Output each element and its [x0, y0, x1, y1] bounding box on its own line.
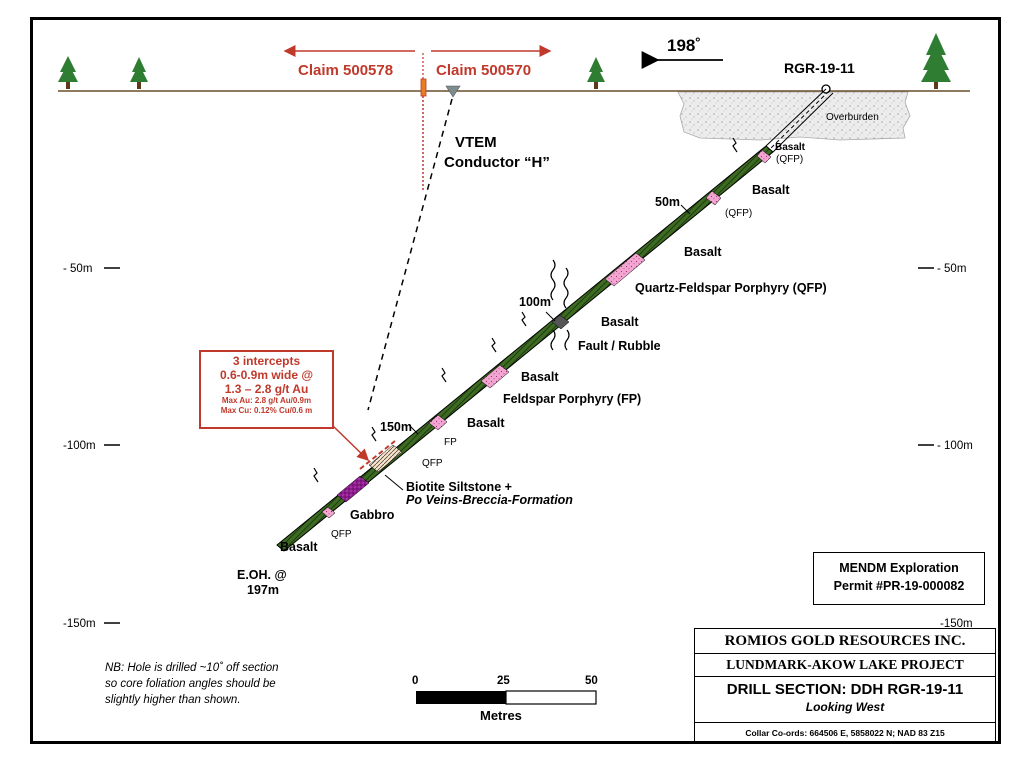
depth-tick-100m: [545, 311, 556, 322]
note-line1: NB: Hole is drilled ~10˚ off section: [105, 662, 279, 674]
litho-qfp-top: (QFP): [776, 154, 803, 165]
interval-qfp-top: [756, 149, 772, 164]
depth-right-50m: - 50m: [937, 263, 966, 275]
intercept-line4: Max Au: 2.8 g/t Au/0.9m: [221, 396, 312, 405]
litho-basalt-5: Basalt: [521, 370, 559, 384]
section-view: Looking West: [805, 700, 885, 714]
scale-unit-label: Metres: [480, 708, 522, 723]
interval-qfp-2: [705, 190, 722, 206]
title-block: ROMIOS GOLD RESOURCES INC. LUNDMARK-AKOW…: [694, 628, 996, 742]
interval-qfp-main: [604, 252, 646, 287]
interval-qfp-4: [321, 506, 336, 519]
intercept-leader-line: [331, 424, 370, 462]
interval-fp: [480, 364, 510, 389]
biotite-pointer: [384, 474, 404, 491]
litho-fault: Fault / Rubble: [578, 339, 661, 353]
vtem-label-line2: Conductor “H”: [444, 154, 550, 171]
drilling-note: NB: Hole is drilled ~10˚ off section so …: [105, 660, 335, 708]
scale-label-50: 50: [585, 675, 598, 687]
intercept-callout: 3 intercepts 0.6-0.9m wide @ 1.3 – 2.8 g…: [199, 350, 334, 429]
fault-symbol: [550, 259, 570, 351]
bearing-label: 198˚: [667, 36, 701, 55]
permit-line1: MENDM Exploration: [839, 561, 959, 575]
vtem-label-line1: VTEM: [455, 134, 497, 151]
section-title-main: DRILL SECTION: DDH RGR-19-11: [726, 681, 964, 698]
interval-qfp-3: [428, 414, 448, 431]
section-title: DRILL SECTION: DDH RGR-19-11 Looking Wes…: [695, 677, 995, 723]
tree-icon: [58, 56, 78, 89]
litho-qfp-3: QFP: [422, 458, 443, 469]
claim-boundary-marker: [420, 78, 427, 97]
intercept-line3: 1.3 – 2.8 g/t Au: [224, 382, 309, 396]
project-name: LUNDMARK-AKOW LAKE PROJECT: [695, 654, 995, 677]
scale-label-25: 25: [497, 675, 510, 687]
vtem-conductor-trace: [367, 98, 453, 411]
depth-right-100m: - 100m: [937, 440, 973, 452]
scale-bar-black: [416, 691, 506, 704]
permit-line2: Permit #PR-19-000082: [833, 579, 965, 593]
section-frame: [30, 17, 1001, 744]
casing-through-overburden: [765, 88, 834, 153]
intercept-line2: 0.6-0.9m wide @: [219, 368, 314, 382]
litho-150m: 150m: [380, 420, 412, 434]
eoh-label-line1: E.OH. @: [237, 568, 287, 582]
litho-basalt-6: Basalt: [467, 416, 505, 430]
litho-gabbro: Gabbro: [350, 508, 395, 522]
collar-coords: Collar Co-ords: 664506 E, 5858022 N; NAD…: [745, 728, 945, 738]
intercept-line1: 3 intercepts: [232, 354, 301, 368]
depth-left-100m: -100m: [63, 440, 96, 452]
litho-qfp-main: Quartz-Feldspar Porphyry (QFP): [635, 281, 827, 295]
litho-fp-short: FP: [444, 437, 457, 448]
litho-basalt-3: Basalt: [684, 245, 722, 259]
company-name: ROMIOS GOLD RESOURCES INC.: [695, 629, 995, 654]
depth-tick-50m: [680, 204, 691, 215]
interval-fault: [551, 314, 570, 330]
note-line2: so core foliation angles should be: [105, 678, 276, 690]
tree-icon: [130, 57, 148, 89]
depth-tick-150m: [408, 424, 419, 435]
scale-label-0: 0: [412, 675, 418, 687]
vtem-marker-icon: [445, 85, 461, 98]
litho-biotite-2: Po Veins-Breccia-Formation: [406, 493, 573, 507]
claim-right-label: Claim 500570: [436, 62, 531, 79]
litho-basalt-4: Basalt: [601, 315, 639, 329]
litho-50m: 50m: [655, 195, 680, 209]
tree-icon: [587, 57, 605, 89]
scale-bar-white: [505, 690, 597, 705]
litho-basalt-2: Basalt: [752, 183, 790, 197]
litho-biotite-1: Biotite Siltstone +: [406, 480, 512, 494]
litho-fp: Feldspar Porphyry (FP): [503, 392, 641, 406]
hole-id-label: RGR-19-11: [784, 60, 855, 76]
litho-basalt-top: Basalt: [775, 142, 806, 153]
litho-qfp-2: (QFP): [725, 208, 752, 219]
depth-right-150m: -150m: [940, 618, 973, 630]
eoh-label-line2: 197m: [247, 583, 279, 597]
drill-hole-basalt: [276, 145, 774, 552]
depth-left-50m: - 50m: [63, 263, 92, 275]
litho-100m: 100m: [519, 295, 551, 309]
permit-box: MENDM Exploration Permit #PR-19-000082: [813, 552, 985, 605]
claim-left-label: Claim 500578: [298, 62, 393, 79]
foliation-ticks: [313, 137, 738, 483]
interval-biotite-siltstone: [368, 444, 403, 473]
tree-icon: [921, 33, 951, 89]
overburden-layer: [677, 91, 911, 141]
note-line3: slightly higher than shown.: [105, 694, 241, 706]
interval-gabbro: [336, 475, 370, 503]
depth-left-150m: -150m: [63, 618, 96, 630]
intercept-line5: Max Cu: 0.12% Cu/0.6 m: [220, 406, 313, 415]
overburden-label: Overburden: [826, 112, 879, 123]
litho-basalt-bottom: Basalt: [280, 540, 318, 554]
litho-qfp-4: QFP: [331, 529, 352, 540]
